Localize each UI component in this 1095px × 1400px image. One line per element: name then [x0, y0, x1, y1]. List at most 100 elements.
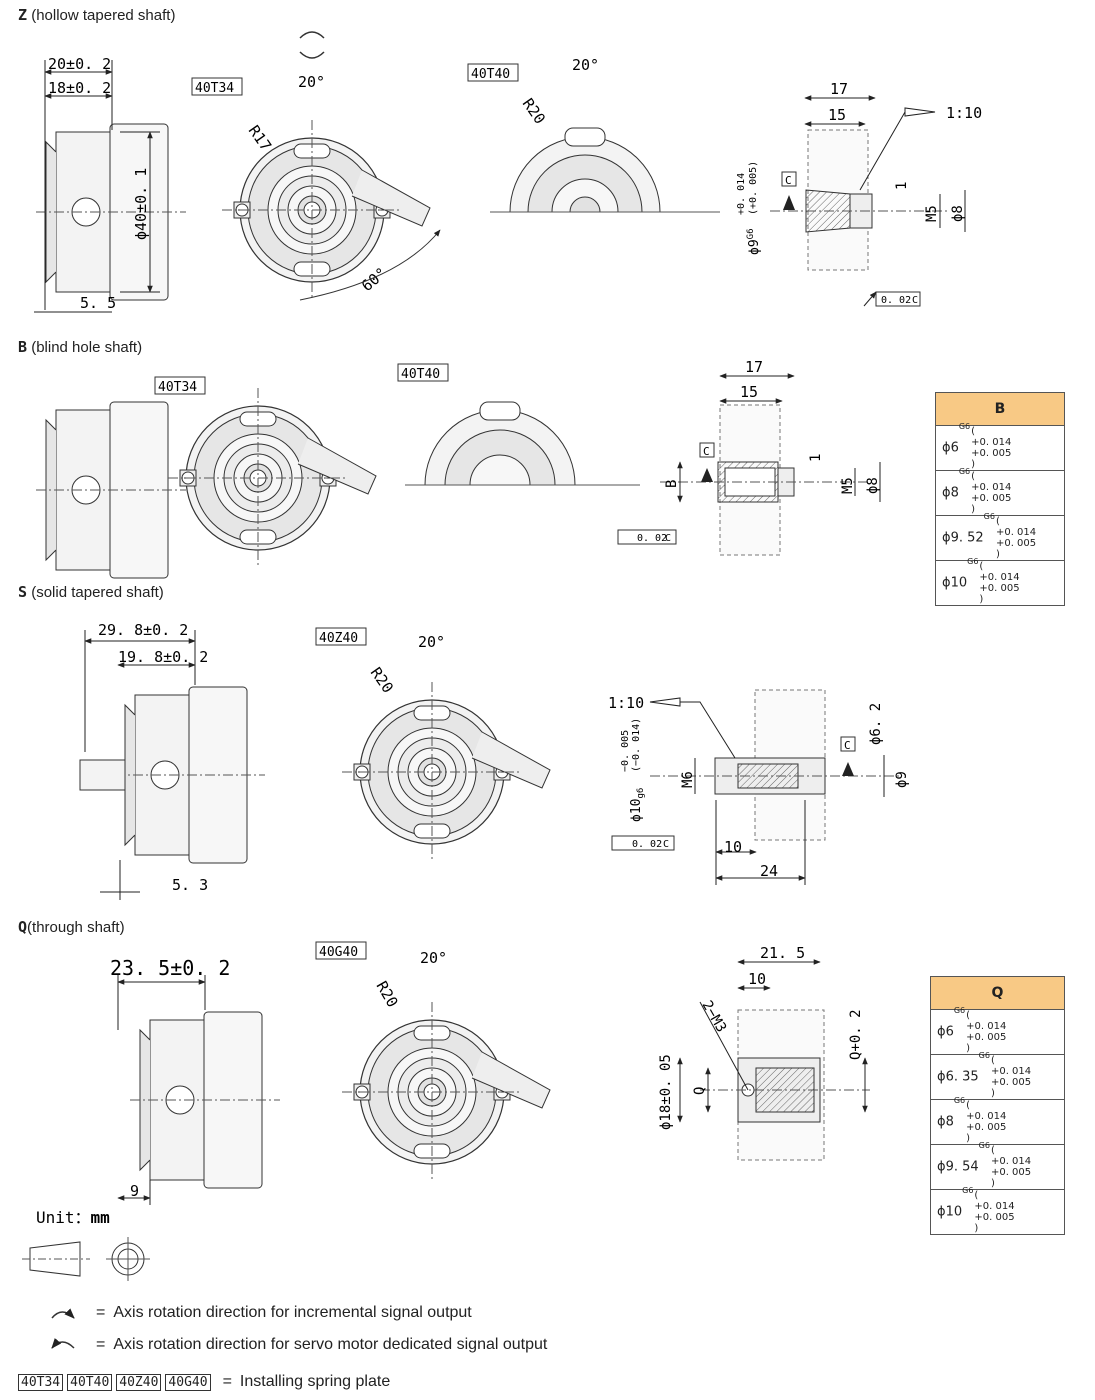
q-front-view-40g40: [341, 1001, 551, 1183]
s-dim-24: 24: [760, 862, 778, 880]
z-side-view: [35, 123, 187, 301]
q-shaft-21-5: 21. 5: [760, 944, 805, 962]
q-d18: ϕ18±0. 05: [658, 1054, 674, 1130]
s-side-dimensions: [84, 630, 196, 900]
b-m5: M5: [840, 477, 856, 494]
legend-plate-40g40: 40G40: [165, 1374, 211, 1391]
z-datum-c: C: [785, 174, 792, 187]
z-shaft-17: 17: [830, 80, 848, 98]
table-row: ϕ6G6(+0. 014+0. 005): [930, 1006, 1065, 1055]
legend-servo: =Axis rotation direction for servo motor…: [96, 1336, 548, 1353]
q-dim-23-5: 23. 5±0. 2: [110, 956, 230, 980]
z-r17: R17: [245, 122, 275, 155]
s-shaft-section: [611, 689, 900, 885]
s-runout-datum: C: [663, 839, 669, 850]
s-runout-value: 0. 02: [632, 839, 662, 850]
s-front-view-40z40: [341, 681, 551, 863]
legend-plate-40t40: 40T40: [67, 1374, 113, 1391]
z-plate-40t34-box: [191, 77, 243, 96]
z-front-view-40t34: [221, 119, 431, 301]
q-dim-q: Q: [692, 1087, 708, 1095]
legend-plate-40z40: 40Z40: [116, 1374, 162, 1391]
servo-rotation-icon: [51, 1338, 75, 1349]
q-side-dimensions: [117, 975, 206, 1205]
unit-label: Unit：mm: [36, 1208, 110, 1227]
section-title-b: B (blind hole shaft): [18, 338, 143, 356]
q-shaft-section: [677, 959, 870, 1161]
z-angle-20-b: 20°: [572, 56, 599, 74]
b-dim-b: B: [664, 480, 680, 488]
z-d8: ϕ8: [950, 205, 966, 222]
z-taper-ratio: 1:10: [946, 104, 982, 122]
legend-incremental: =Axis rotation direction for incremental…: [96, 1304, 472, 1321]
s-dim-29-8: 29. 8±0. 2: [98, 621, 188, 639]
z-runout-datum: C: [912, 295, 918, 306]
b-shaft-17: 17: [745, 358, 763, 376]
q-dim-9: 9: [130, 1182, 139, 1200]
b-side-view: [35, 401, 187, 579]
q-plate-40g40: 40G40: [319, 945, 358, 960]
s-taper-ratio: 1:10: [608, 694, 644, 712]
b-front-view-40t34: [167, 387, 377, 569]
s-plate-40z40-box: [315, 627, 367, 646]
taper-symbol-icon: [22, 1237, 150, 1281]
b-plate-40t40-box: [397, 363, 449, 382]
z-d9-tol-lower: (+0. 005): [748, 161, 759, 215]
q-angle-20: 20°: [420, 949, 447, 967]
s-dim-19-8: 19. 8±0. 2: [118, 648, 208, 666]
z-shaft-15: 15: [828, 106, 846, 124]
s-dim-10: 10: [724, 838, 742, 856]
table-row: ϕ9. 54G6(+0. 014+0. 005): [930, 1141, 1065, 1190]
q-plate-40g40-box: [315, 941, 367, 960]
tolerance-table-b: B ϕ6G6(+0. 014+0. 005) ϕ8G6(+0. 014+0. 0…: [935, 392, 1065, 606]
b-runout-value: 0. 02: [637, 533, 667, 544]
section-title-q: Q(through shaft): [18, 918, 125, 936]
z-r20: R20: [519, 95, 549, 128]
z-dim-20: 20±0. 2: [48, 55, 111, 73]
table-row: ϕ6. 35G6(+0. 014+0. 005): [930, 1051, 1065, 1100]
table-row: ϕ8G6(+0. 014+0. 005): [930, 1096, 1065, 1145]
z-plate-40t40: 40T40: [471, 67, 510, 82]
z-angle-20-a: 20°: [298, 73, 325, 91]
z-dim-18: 18±0. 2: [48, 79, 111, 97]
q-thread-2-m3: 2−M3: [699, 998, 730, 1035]
b-plate-40t34-box: [154, 376, 206, 395]
legend-plate-40t34: 40T34: [18, 1374, 64, 1391]
b-datum-c: C: [703, 445, 710, 458]
s-d10-tol-lower: (−0. 014): [631, 718, 642, 772]
s-d9: ϕ9: [894, 771, 910, 788]
table-row: ϕ10G6(+0. 014+0. 005): [935, 557, 1065, 606]
s-d10: ϕ10g6: [629, 788, 646, 822]
z-m5: M5: [924, 205, 940, 222]
z-arc-60: [299, 229, 441, 301]
s-r20: R20: [367, 664, 397, 697]
s-d6-2: ϕ6. 2: [868, 703, 884, 745]
z-angle-60: 60°: [358, 264, 390, 295]
b-shaft-15: 15: [740, 383, 758, 401]
tolerance-table-q: Q ϕ6G6(+0. 014+0. 005) ϕ6. 35G6(+0. 014+…: [930, 976, 1065, 1235]
b-plate-40t34: 40T34: [158, 380, 197, 395]
q-shaft-10: 10: [748, 970, 766, 988]
s-plate-40z40: 40Z40: [319, 631, 358, 646]
b-d8: ϕ8: [865, 477, 881, 494]
table-b-header: B: [935, 392, 1065, 426]
z-runout-value: 0. 02: [881, 295, 911, 306]
z-d9: ϕ9G6: [746, 229, 762, 256]
s-d10-tol-upper: −0. 005: [620, 730, 631, 772]
s-angle-20: 20°: [418, 633, 445, 651]
table-row: ϕ8G6(+0. 014+0. 005): [935, 467, 1065, 516]
b-dim-1: 1: [808, 454, 824, 462]
incremental-rotation-icon: [51, 1308, 75, 1319]
z-dim-5-5: 5. 5: [80, 294, 116, 312]
section-title-s: S (solid tapered shaft): [18, 583, 164, 601]
z-dim-40: ϕ40±0. 1: [132, 168, 150, 240]
table-row: ϕ9. 52G6(+0. 014+0. 005): [935, 512, 1065, 561]
z-rotation-arrows-icon: [299, 31, 325, 59]
z-dim-1: 1: [894, 182, 910, 190]
b-front-view-40t40: [405, 401, 640, 486]
z-side-dimensions: [34, 60, 160, 313]
z-plate-40t40-box: [467, 63, 519, 82]
z-plate-40t34: 40T34: [195, 81, 234, 96]
